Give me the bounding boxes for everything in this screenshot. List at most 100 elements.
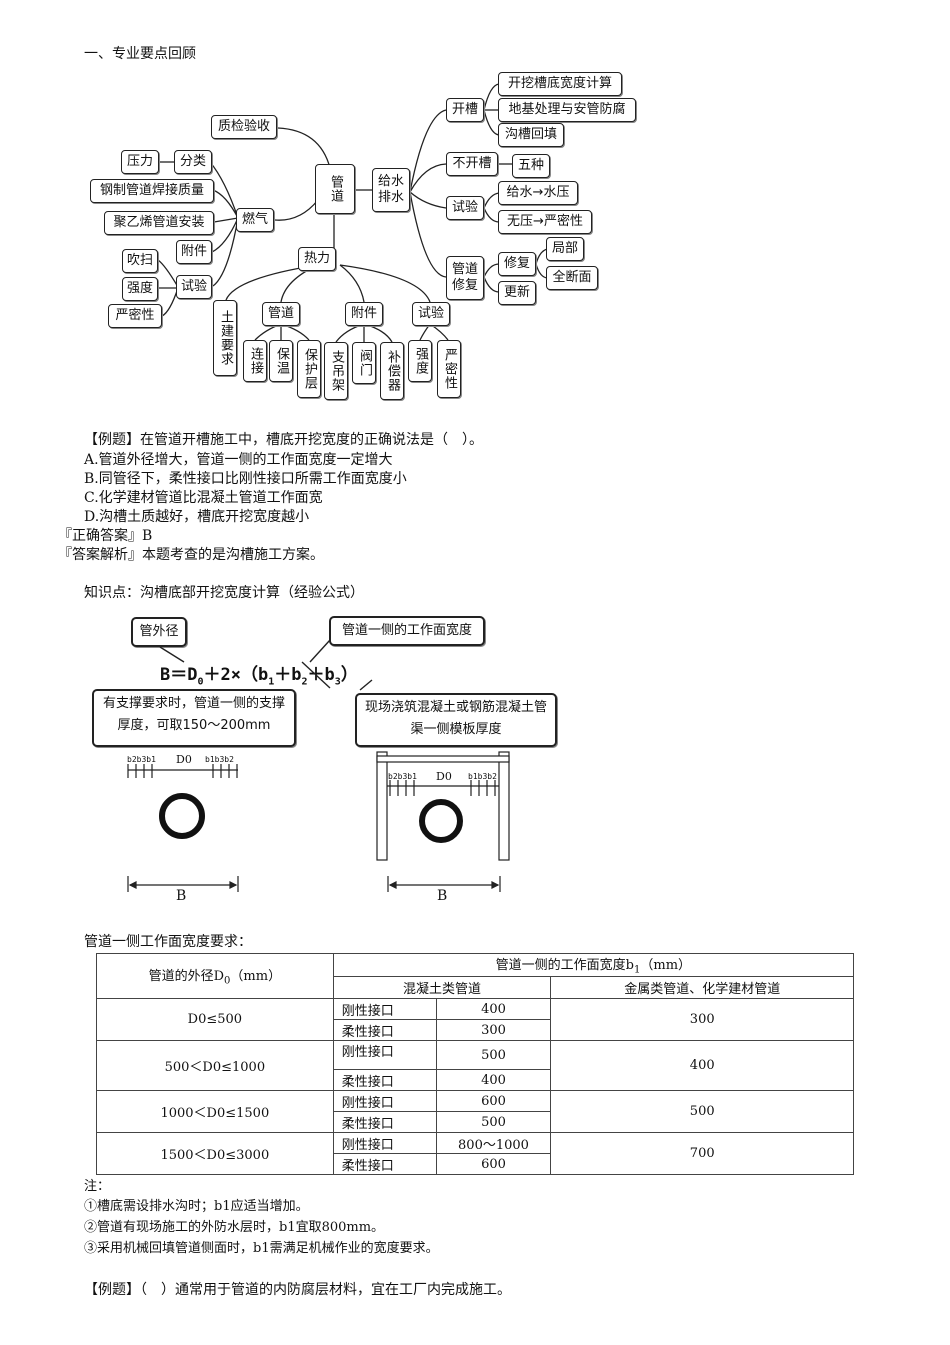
knowledge-title: 知识点：沟槽底部开挖宽度计算（经验公式）: [84, 585, 364, 601]
diagram-lines: [127, 639, 510, 892]
table-value: 500: [435, 1111, 552, 1133]
mm-node-fix: 修复: [498, 252, 536, 276]
mm-node-backfill: 沟槽回填: [498, 123, 564, 147]
right-d0-label: D0: [436, 770, 452, 783]
table-metal-value: 700: [550, 1132, 854, 1175]
callout-b2: 有支撑要求时，管道一侧的支撑厚度，可取150～200mm: [92, 689, 296, 747]
example1-analysis: 『答案解析』本题考查的是沟槽施工方案。: [58, 547, 324, 563]
mm-node-fittings-heat: 附件: [345, 302, 383, 326]
example1-question: 【例题】在管道开槽施工中，槽底开挖宽度的正确说法是（ ）。: [84, 432, 483, 448]
table-header-text: 管道的外径D: [148, 969, 225, 985]
mm-node-tight-gas: 严密性: [108, 304, 162, 328]
table-header-unit: （mm）: [640, 958, 692, 974]
example1-option-c: C.化学建材管道比混凝土管道工作面宽: [84, 490, 323, 506]
table-value: 400: [435, 998, 552, 1020]
formula-part: ＋b: [274, 665, 302, 685]
callout-d0: 管外径: [131, 617, 187, 647]
mm-node-center: 管道: [315, 164, 355, 214]
mm-node-protect-layer: 保护层: [297, 340, 321, 398]
mm-node-local: 局部: [546, 237, 584, 261]
formula-part: ）: [340, 665, 358, 685]
table-value: 600: [435, 1090, 552, 1112]
mm-node-foundation: 地基处理与安管防腐: [498, 98, 636, 122]
table-joint: 柔性接口: [332, 1153, 437, 1175]
table-joint: 刚性接口: [332, 1040, 437, 1070]
formula-sub: 1: [268, 676, 275, 688]
table-metal-value: 300: [550, 998, 854, 1041]
example1-option-b: B.同管径下，柔性接口比刚性接口所需工作面宽度小: [84, 471, 407, 487]
mm-node-tight-heat: 严密性: [437, 340, 461, 398]
width-label-right: B: [437, 888, 448, 904]
mm-node-repair: 管道 修复: [446, 256, 484, 300]
mm-node-strength-gas: 强度: [122, 277, 158, 301]
note-2: ②管道有现场施工的外防水层时，b1宜取800mm。: [84, 1220, 385, 1235]
mm-node-pressure: 压力: [121, 150, 159, 174]
section-title: 一、专业要点回顾: [84, 46, 196, 62]
formula-sub: 0: [197, 676, 204, 688]
mm-node-five-types: 五种: [512, 154, 550, 178]
table-header-unit: （mm）: [230, 969, 282, 985]
mm-node-pe-install: 聚乙烯管道安装: [104, 211, 214, 235]
table-metal-value: 400: [550, 1040, 854, 1091]
mm-node-support: 支吊架: [324, 342, 348, 400]
mm-node-test-gas: 试验: [176, 275, 212, 299]
example1-option-d: D.沟槽土质越好，槽底开挖宽度越小: [84, 509, 310, 525]
table-joint: 柔性接口: [332, 1069, 437, 1091]
mm-node-fittings-gas: 附件: [176, 240, 212, 264]
example2-question: 【例题】（ ）通常用于管道的内防腐层材料，宜在工厂内完成施工。: [84, 1282, 511, 1298]
mm-node-pipe-heat: 管道: [262, 302, 300, 326]
table-value: 500: [435, 1040, 552, 1070]
note-1: ①槽底需设排水沟时；b1应适当增加。: [84, 1199, 309, 1214]
formula: B＝D0＋2×（b1＋b2＋b3）: [160, 660, 358, 687]
mm-node-valve: 阀门: [352, 342, 376, 384]
mm-node-trench: 开槽: [446, 98, 484, 122]
table-joint: 柔性接口: [332, 1111, 437, 1133]
table-intro: 管道一侧工作面宽度要求：: [84, 934, 252, 950]
formula-part: B＝D: [160, 665, 198, 685]
table-value: 800～1000: [435, 1132, 552, 1154]
mm-node-no-pressure: 无压→严密性: [498, 210, 592, 234]
table-header-width: 管道一侧的工作面宽度b1（mm）: [332, 952, 855, 978]
formula-sub: 2: [301, 676, 308, 688]
formula-part: ＋b: [307, 665, 335, 685]
mm-node-trench-width: 开挖槽底宽度计算: [498, 72, 622, 96]
table-joint: 刚性接口: [332, 998, 437, 1020]
mm-node-compensator: 补偿器: [380, 342, 404, 400]
table-value: 600: [435, 1153, 552, 1175]
left-d0-label: D0: [176, 753, 192, 766]
table-value: 300: [435, 1019, 552, 1041]
table-range: 1000＜D0≤1500: [96, 1090, 334, 1133]
table-range: 1500＜D0≤3000: [96, 1132, 334, 1175]
table-joint: 刚性接口: [332, 1090, 437, 1112]
mm-node-civil-req: 土建要求: [213, 300, 237, 376]
table-metal-value: 500: [550, 1090, 854, 1133]
mm-node-water-pressure: 给水→水压: [498, 181, 578, 205]
width-requirement-table: 管道的外径D0（mm） 管道一侧的工作面宽度b1（mm） 混凝土类管道 金属类管…: [96, 952, 855, 1175]
mm-node-heat: 热力: [298, 247, 336, 271]
table-value: 400: [435, 1069, 552, 1091]
mm-node-connect: 连接: [243, 340, 267, 382]
left-ticks-label-r: b1b3b2: [205, 755, 234, 764]
mm-node-renew: 更新: [498, 281, 536, 305]
mm-node-water: 给水 排水: [372, 168, 410, 212]
table-header-concrete: 混凝土类管道: [332, 976, 552, 999]
mm-node-test-water: 试验: [446, 196, 484, 220]
mm-node-classify: 分类: [174, 150, 212, 174]
table-joint: 刚性接口: [332, 1132, 437, 1154]
callout-b1: 管道一侧的工作面宽度: [329, 616, 485, 646]
mm-node-strength-heat: 强度: [408, 340, 432, 382]
example1-answer: 『正确答案』B: [58, 528, 153, 544]
note-3: ③采用机械回填管道侧面时，b1需满足机械作业的宽度要求。: [84, 1241, 439, 1256]
left-ticks-label-l: b2b3b1: [127, 755, 156, 764]
table-header-metal: 金属类管道、化学建材管道: [550, 976, 854, 999]
callout-b3: 现场浇筑混凝土或钢筋混凝土管渠一侧模板厚度: [355, 693, 557, 747]
mm-node-gas: 燃气: [236, 208, 274, 232]
formula-part: ＋2×（b: [203, 665, 269, 685]
mm-node-no-trench: 不开槽: [446, 152, 498, 176]
table-range: D0≤500: [96, 998, 334, 1041]
right-ticks-label-r: b1b3b2: [468, 772, 497, 781]
table-header-outer: 管道的外径D0（mm）: [96, 953, 334, 999]
mm-node-qc: 质检验收: [211, 115, 277, 139]
width-label-left: B: [176, 888, 187, 904]
table-header-text: 管道一侧的工作面宽度b: [495, 958, 634, 974]
